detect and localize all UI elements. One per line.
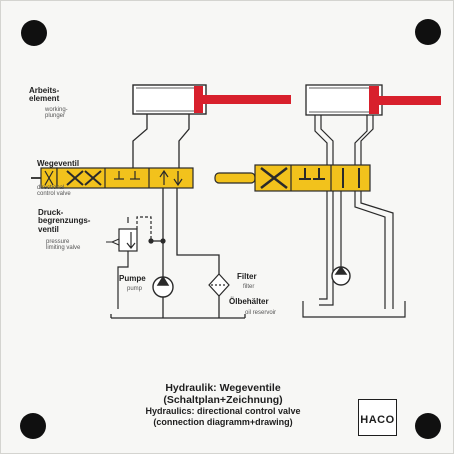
title-line-2: (Schaltplan+Zeichnung) xyxy=(163,394,283,406)
mounting-hole-bottom-left xyxy=(20,413,46,439)
drawing-valve xyxy=(214,164,371,192)
pump-symbol xyxy=(152,275,174,298)
schematic-valve xyxy=(31,167,194,189)
junction-dot-2 xyxy=(160,238,166,244)
drawing-cylinder-lines xyxy=(314,115,374,167)
label-pump-de: Pumpe xyxy=(119,274,146,283)
logo-text: HACO xyxy=(360,414,395,426)
title-line-3: Hydraulics: directional control valve xyxy=(145,406,301,416)
mounting-hole-top-left xyxy=(21,20,47,46)
label-pressure-valve-de: Druck-begrenzungs-ventil xyxy=(38,208,91,234)
title-line-4: (connection diagramm+drawing) xyxy=(153,417,293,427)
label-filter-de: Filter xyxy=(237,272,257,281)
mounting-hole-top-right xyxy=(415,19,441,45)
label-reservoir-en: oil reservoir xyxy=(245,310,277,316)
label-working-element-en: working-plunger xyxy=(45,107,68,120)
schematic-piston xyxy=(194,86,291,113)
title-block: Hydraulik: Wegeventile (Schaltplan+Zeich… xyxy=(93,382,353,428)
junction-dot-1 xyxy=(148,238,154,244)
schematic-cylinder-lines xyxy=(132,114,190,168)
drawing-piston xyxy=(369,86,441,114)
pressure-limiting-valve-symbol xyxy=(106,216,152,309)
haco-logo: HACO xyxy=(358,399,397,436)
label-working-element-de: Arbeits-element xyxy=(29,86,60,104)
schematic-lines xyxy=(110,188,246,319)
drawing-lines xyxy=(302,191,406,318)
label-directional-valve-de: Wegeventil xyxy=(37,159,80,168)
label-pump-en: pump xyxy=(127,286,143,292)
filter-symbol xyxy=(208,273,230,297)
label-reservoir-de: Ölbehälter xyxy=(229,297,269,306)
mounting-hole-bottom-right xyxy=(415,413,441,439)
drawing-pump-symbol xyxy=(331,265,351,286)
title-line-1: Hydraulik: Wegeventile xyxy=(165,382,281,394)
label-filter-en: filter xyxy=(243,284,255,290)
